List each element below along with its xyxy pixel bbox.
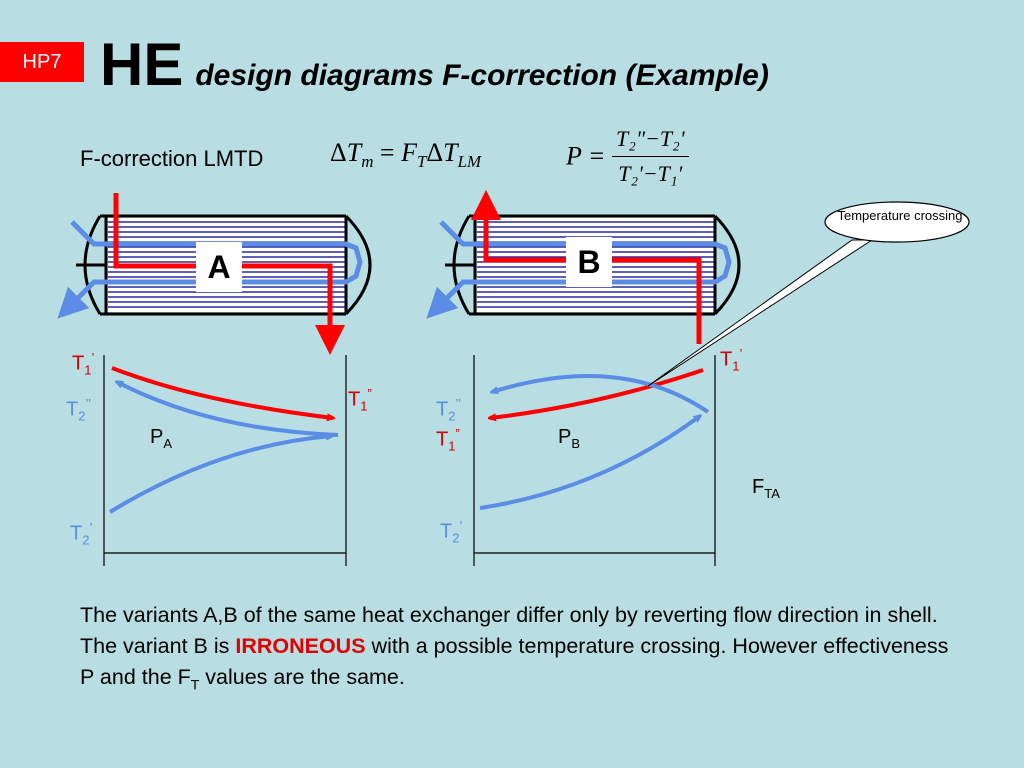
a-t1-inlet-label: T1’ [72,350,95,378]
title-main: HE [100,31,184,98]
callout-text: Temperature crossing [837,208,963,223]
title-sub: design diagrams F-correction (Example) [195,59,769,92]
temperature-diagram-a [103,355,347,566]
b-t1-outlet-label: T1” [436,426,460,454]
shell-a [76,214,372,316]
hot-curve-b [490,368,704,418]
b-t1-inlet-label: T1’ [720,346,743,374]
p-denominator: T₂'−T₁' [618,161,683,186]
exchanger-a [57,193,372,355]
a-t1-outlet-label: T1” [348,386,372,414]
a-t2-outlet-label: T2’’ [66,396,91,424]
cold-curve-b-upper [492,374,710,414]
cold-curve-b-lower [479,416,700,510]
p-numerator: T₂"−T₂' [611,126,689,157]
b-effectiveness-label: PB [558,426,581,451]
a-effectiveness-label: PA [150,426,173,451]
temperature-diagram-b [473,355,716,566]
cold-curve-a-upper [117,382,339,437]
variant-a-label: A [196,242,242,292]
cold-curve-a-lower [108,436,332,514]
hot-curve-a [111,366,333,418]
fta-label: FTA [752,476,780,501]
effectiveness-formula: P = T₂"−T₂'T₂'−T₁' [566,126,689,187]
lmtd-formula: ΔTm = FTΔTLM [330,138,482,172]
shell-flow-a [57,220,363,319]
shell-flow-b [426,220,732,319]
shell-b [445,214,741,316]
b-t2-outlet-label: T2’’ [436,396,461,424]
f-correction-label: F-correction LMTD [80,146,264,171]
page-title: HE design diagrams F-correction (Example) [100,30,769,99]
b-t2-inlet-label: T2’ [440,518,463,546]
footer-text: The variants A,B of the same heat exchan… [80,603,949,693]
irroneous-emphasis: IRRONEOUS [235,634,366,658]
temperature-crossing-callout [647,201,970,387]
slide-badge: HP7 [0,42,84,82]
a-t2-inlet-label: T2’ [70,520,93,548]
variant-b-label: B [566,237,612,287]
